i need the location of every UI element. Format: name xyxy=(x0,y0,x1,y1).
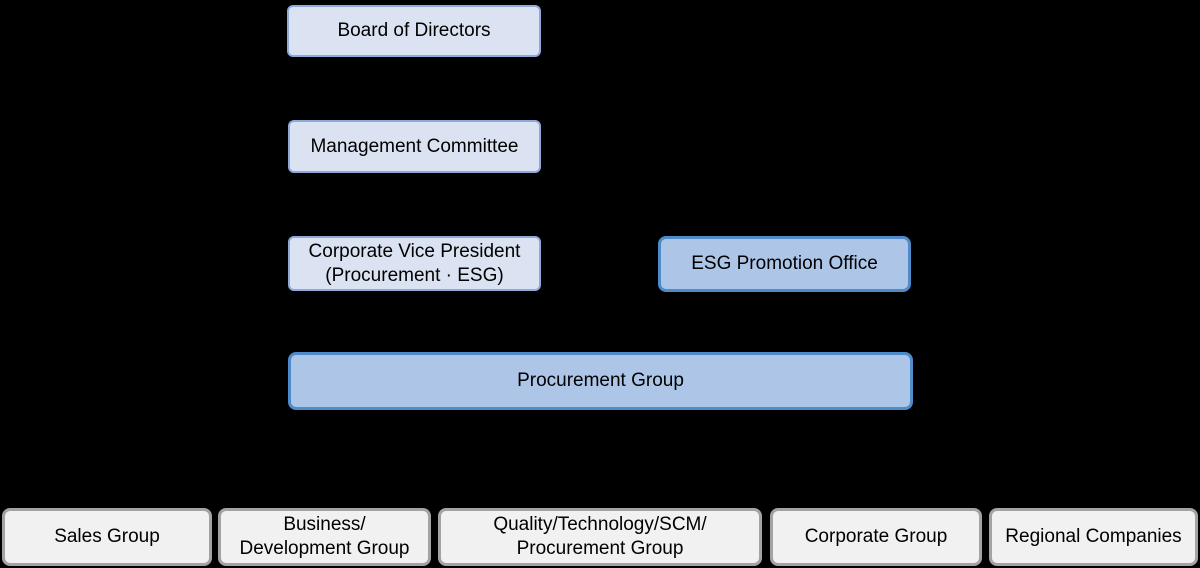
node-quality-technology-scm-procurement-group: Quality/Technology/SCM/ Procurement Grou… xyxy=(438,508,762,566)
node-label: ESG Promotion Office xyxy=(691,253,878,274)
connector-procurement-trunk xyxy=(599,410,601,460)
node-regional-companies: Regional Companies xyxy=(989,508,1198,566)
connector-vp-to-procurement xyxy=(412,291,414,352)
node-label-line1: Corporate Vice President xyxy=(308,240,521,262)
connector-to-regional-companies xyxy=(1093,460,1095,508)
node-label: Board of Directors xyxy=(337,20,491,41)
node-label-line2: (Procurement · ESG) xyxy=(325,264,504,286)
node-business-development-group: Business/ Development Group xyxy=(218,508,431,566)
node-label-line1: Quality/Technology/SCM/ xyxy=(493,514,707,535)
connector-management-to-vp xyxy=(412,173,414,236)
node-corporate-vice-president: Corporate Vice President (Procurement · … xyxy=(288,236,541,291)
node-label: Management Committee xyxy=(310,135,519,157)
connector-to-sales-group xyxy=(107,460,109,508)
node-label: Corporate Group xyxy=(804,526,948,547)
node-board-of-directors: Board of Directors xyxy=(287,5,541,57)
node-label-line1: Business/ xyxy=(283,514,366,535)
node-label-line2: Procurement Group xyxy=(516,538,684,559)
node-label: Sales Group xyxy=(54,526,160,547)
node-management-committee: Management Committee xyxy=(288,120,541,173)
connector-board-to-management xyxy=(412,57,414,120)
node-label: Regional Companies xyxy=(1005,526,1182,547)
connector-to-quality-group xyxy=(599,460,601,508)
node-sales-group: Sales Group xyxy=(2,508,212,566)
node-label: Procurement Group xyxy=(517,370,684,391)
node-label-line2: Development Group xyxy=(239,538,410,559)
connector-to-business-development xyxy=(324,460,326,508)
node-procurement-group: Procurement Group xyxy=(288,352,913,410)
node-esg-promotion-office: ESG Promotion Office xyxy=(658,236,911,292)
node-corporate-group: Corporate Group xyxy=(770,508,982,566)
connector-to-corporate-group xyxy=(876,460,878,508)
connector-vp-to-esg xyxy=(541,263,658,265)
